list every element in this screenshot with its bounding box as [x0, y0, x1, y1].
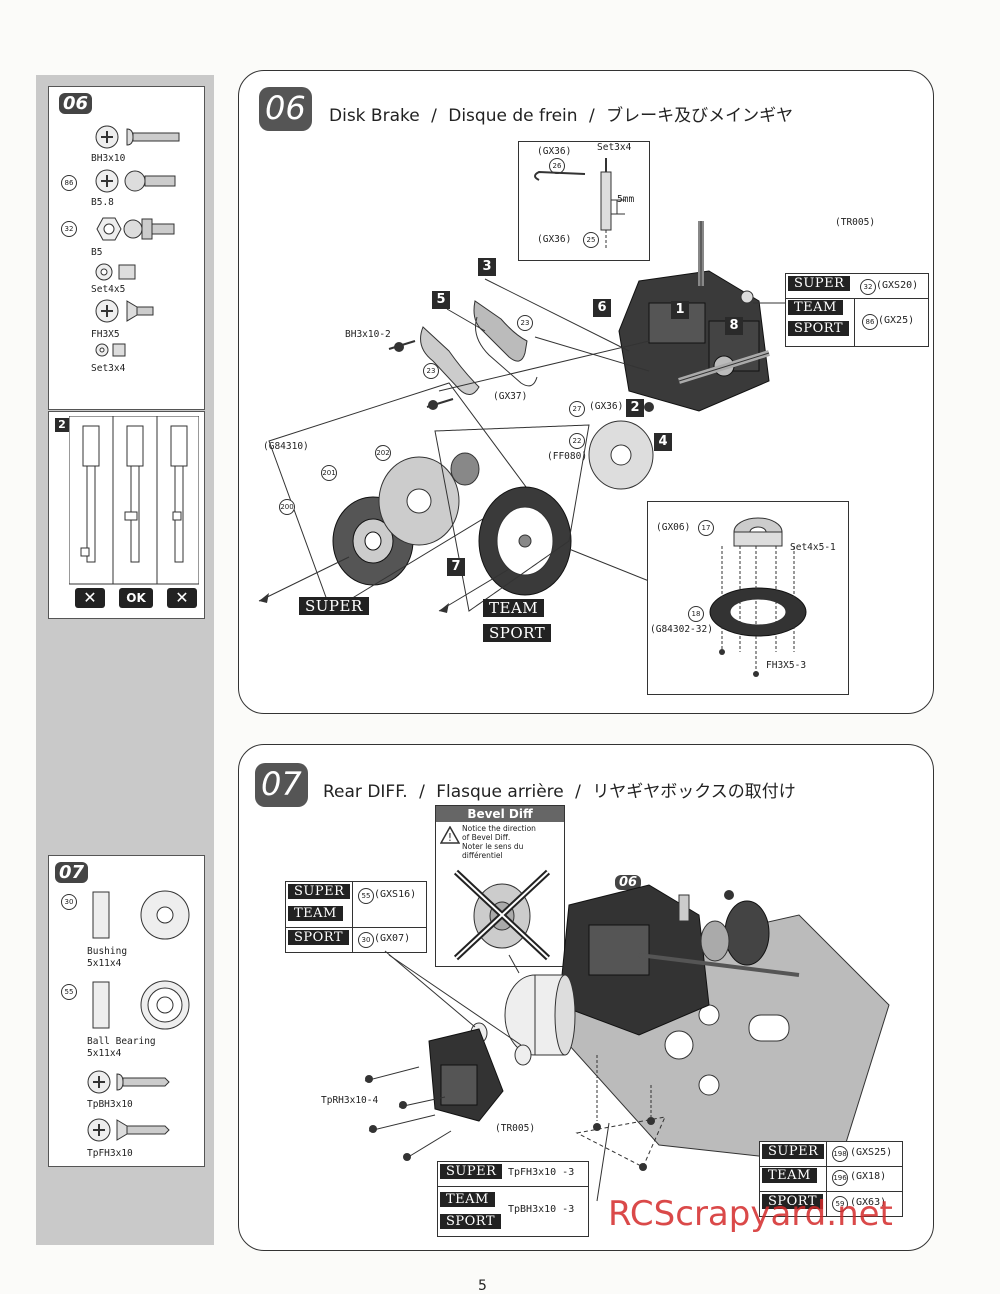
- step-number: 2: [55, 418, 69, 432]
- title-fr: Flasque arrière: [436, 782, 564, 802]
- sidebar: 06 BH3x10 86 B5.8 32 B5: [36, 75, 214, 1245]
- rear-diff-exploded-view: [364, 884, 890, 1202]
- orientation-check-box: 2 ✕ OK ✕: [48, 411, 205, 619]
- part-label: Bushing 5x11x4: [87, 946, 128, 969]
- step-marker: 7: [447, 558, 465, 576]
- pivot-pin-drawing: [534, 158, 625, 248]
- bevel-diff-note: Notice the direction of Bevel Diff. Note…: [462, 824, 536, 860]
- step-marker: 3: [478, 258, 496, 276]
- warning-icon: !: [440, 826, 460, 844]
- svg-text:!: !: [448, 831, 452, 844]
- bevel-diff-warning: Bevel Diff ! Notice the direction of Bev…: [435, 805, 565, 967]
- ok-icon: OK: [119, 588, 153, 608]
- step-06-panel: 06 Disk Brake / Disque de frein / ブレーキ及び…: [238, 70, 934, 714]
- title-fr: Disque de frein: [448, 106, 578, 126]
- parts-box-07: 07 30 Bushing 5x11x4 55 Ball Bearing 5x1…: [48, 855, 205, 1167]
- title-en: Rear DIFF.: [323, 782, 408, 802]
- step-marker: 5: [432, 291, 450, 309]
- part-label: TpBH3x10: [87, 1099, 133, 1110]
- bevel-diff-header: Bevel Diff: [436, 806, 564, 822]
- title-jp: ブレーキ及びメインギヤ: [606, 106, 794, 126]
- set-screw-small-icon: [95, 343, 126, 357]
- variant-label-sport: SPORT: [483, 624, 552, 642]
- shaft-orientation-diagram: [69, 416, 199, 585]
- ball-stud-icon: [95, 169, 176, 193]
- set-screw-icon: [95, 263, 136, 281]
- disk-brake-exploded-view: [258, 221, 787, 613]
- step-number-badge: 07: [255, 763, 308, 807]
- step-title: Rear DIFF. / Flasque arrière / リヤギヤボックスの…: [323, 782, 796, 802]
- reference-step-badge: 06: [615, 875, 642, 890]
- flat-head-screw-icon: [95, 299, 154, 323]
- title-en: Disk Brake: [329, 106, 420, 126]
- tapping-flat-head-screw-icon: [87, 1118, 170, 1142]
- wrong-x-icon: ✕: [167, 588, 197, 608]
- page-number: 5: [478, 1278, 487, 1294]
- step-marker: 1: [671, 301, 689, 319]
- gear-hub-detail-inset: (GX06) 17 Set4x5-1 18 (G84302-32) FH3X5-…: [647, 501, 849, 695]
- parts-box-badge: 07: [55, 862, 89, 883]
- step-marker: 8: [725, 317, 743, 335]
- part-code: (TR005): [835, 217, 876, 228]
- ball-nut-icon: [96, 217, 175, 241]
- watermark: RCScrapyard.net: [608, 1194, 893, 1234]
- step-07-panel: 07 Rear DIFF. / Flasque arrière / リヤギヤボッ…: [238, 744, 934, 1251]
- step-marker: 6: [593, 299, 611, 317]
- tapping-button-head-screw-icon: [87, 1070, 170, 1094]
- part-number: 30: [61, 894, 77, 910]
- part-number: 32: [61, 221, 77, 237]
- step-marker: 4: [654, 433, 672, 451]
- part-label: B5.8: [91, 197, 114, 208]
- title-jp: リヤギヤボックスの取付け: [592, 782, 796, 802]
- variant-parts-table: SUPER TEAM 55 (GXS16) SPORT 30 (GX07): [285, 881, 427, 953]
- parts-box-badge: 06: [59, 93, 93, 114]
- parts-box-06: 06 BH3x10 86 B5.8 32 B5: [48, 86, 205, 410]
- pivot-detail-inset: (GX36) 26 Set3x4 5mm (GX36) 25: [518, 141, 650, 261]
- variant-parts-table: SUPER 32 (GXS20) TEAM SPORT 86 (GX25): [785, 273, 929, 347]
- part-label: FH3X5: [91, 329, 120, 340]
- variant-label-super: SUPER: [299, 597, 369, 615]
- part-label: BH3x10: [91, 153, 126, 164]
- check-buttons: ✕ OK ✕: [75, 588, 205, 608]
- phillips-head-icon: [95, 125, 180, 149]
- step-title: Disk Brake / Disque de frein / ブレーキ及びメイン…: [329, 106, 794, 126]
- bushing-icon: [92, 890, 190, 940]
- part-label: Ball Bearing 5x11x4: [87, 1036, 156, 1059]
- variant-screws-table: SUPER TpFH3x10 -3 TEAM SPORT TpBH3x10 -3: [437, 1161, 589, 1237]
- part-label: Set4x5: [91, 284, 126, 295]
- part-label: Set3x4: [91, 363, 126, 374]
- variant-label-team: TEAM: [483, 599, 545, 617]
- step-marker: 2: [626, 399, 644, 417]
- gear-hub-drawing: [709, 517, 807, 677]
- part-label: B5: [91, 247, 103, 258]
- part-label: TpFH3x10: [87, 1148, 133, 1159]
- step-number-badge: 06: [259, 87, 312, 131]
- part-number: 86: [61, 175, 77, 191]
- part-number: 55: [61, 984, 77, 1000]
- wrong-x-icon: ✕: [75, 588, 105, 608]
- ball-bearing-icon: [92, 980, 190, 1030]
- bevel-diff-crossed-icon: [453, 869, 551, 961]
- variant-chassis-table: SUPER 198 (GXS25) TEAM 196 (GX18) SPORT …: [759, 1141, 903, 1217]
